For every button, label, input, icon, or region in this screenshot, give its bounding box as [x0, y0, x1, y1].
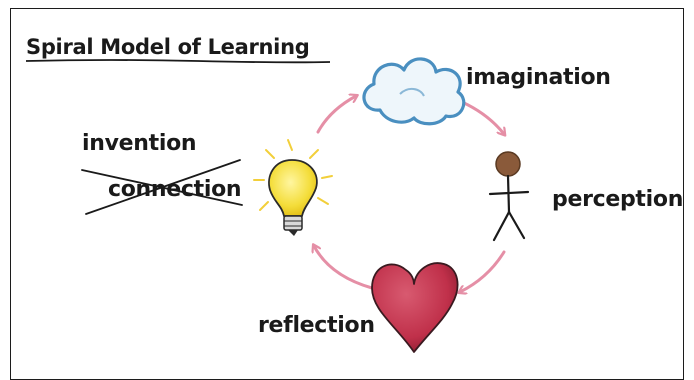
arrow-invention-to-imagination: [316, 96, 356, 134]
strikethrough-line-2: [85, 159, 241, 215]
diagram-title: Spiral Model of Learning: [26, 35, 309, 59]
heart-icon: [371, 262, 459, 353]
perception-label: perception: [552, 187, 683, 212]
imagination-label: imagination: [466, 65, 611, 90]
arrow-reflection-to-invention: [314, 246, 374, 290]
arrow-imagination-to-perception: [460, 100, 504, 134]
invention-label: invention: [82, 131, 196, 156]
reflection-label: reflection: [258, 313, 375, 338]
diagram-canvas: Spiral Model of Learning imagination per…: [10, 8, 684, 380]
cloud-icon: [362, 57, 466, 126]
diagram-frame: [10, 8, 684, 380]
stick-figure-icon: [488, 151, 530, 242]
spiral-diagram: Spiral Model of Learning imagination per…: [25, 35, 683, 353]
title-underline: [25, 59, 331, 64]
lightbulb-icon: [253, 139, 333, 236]
arrow-perception-to-reflection: [460, 250, 506, 292]
